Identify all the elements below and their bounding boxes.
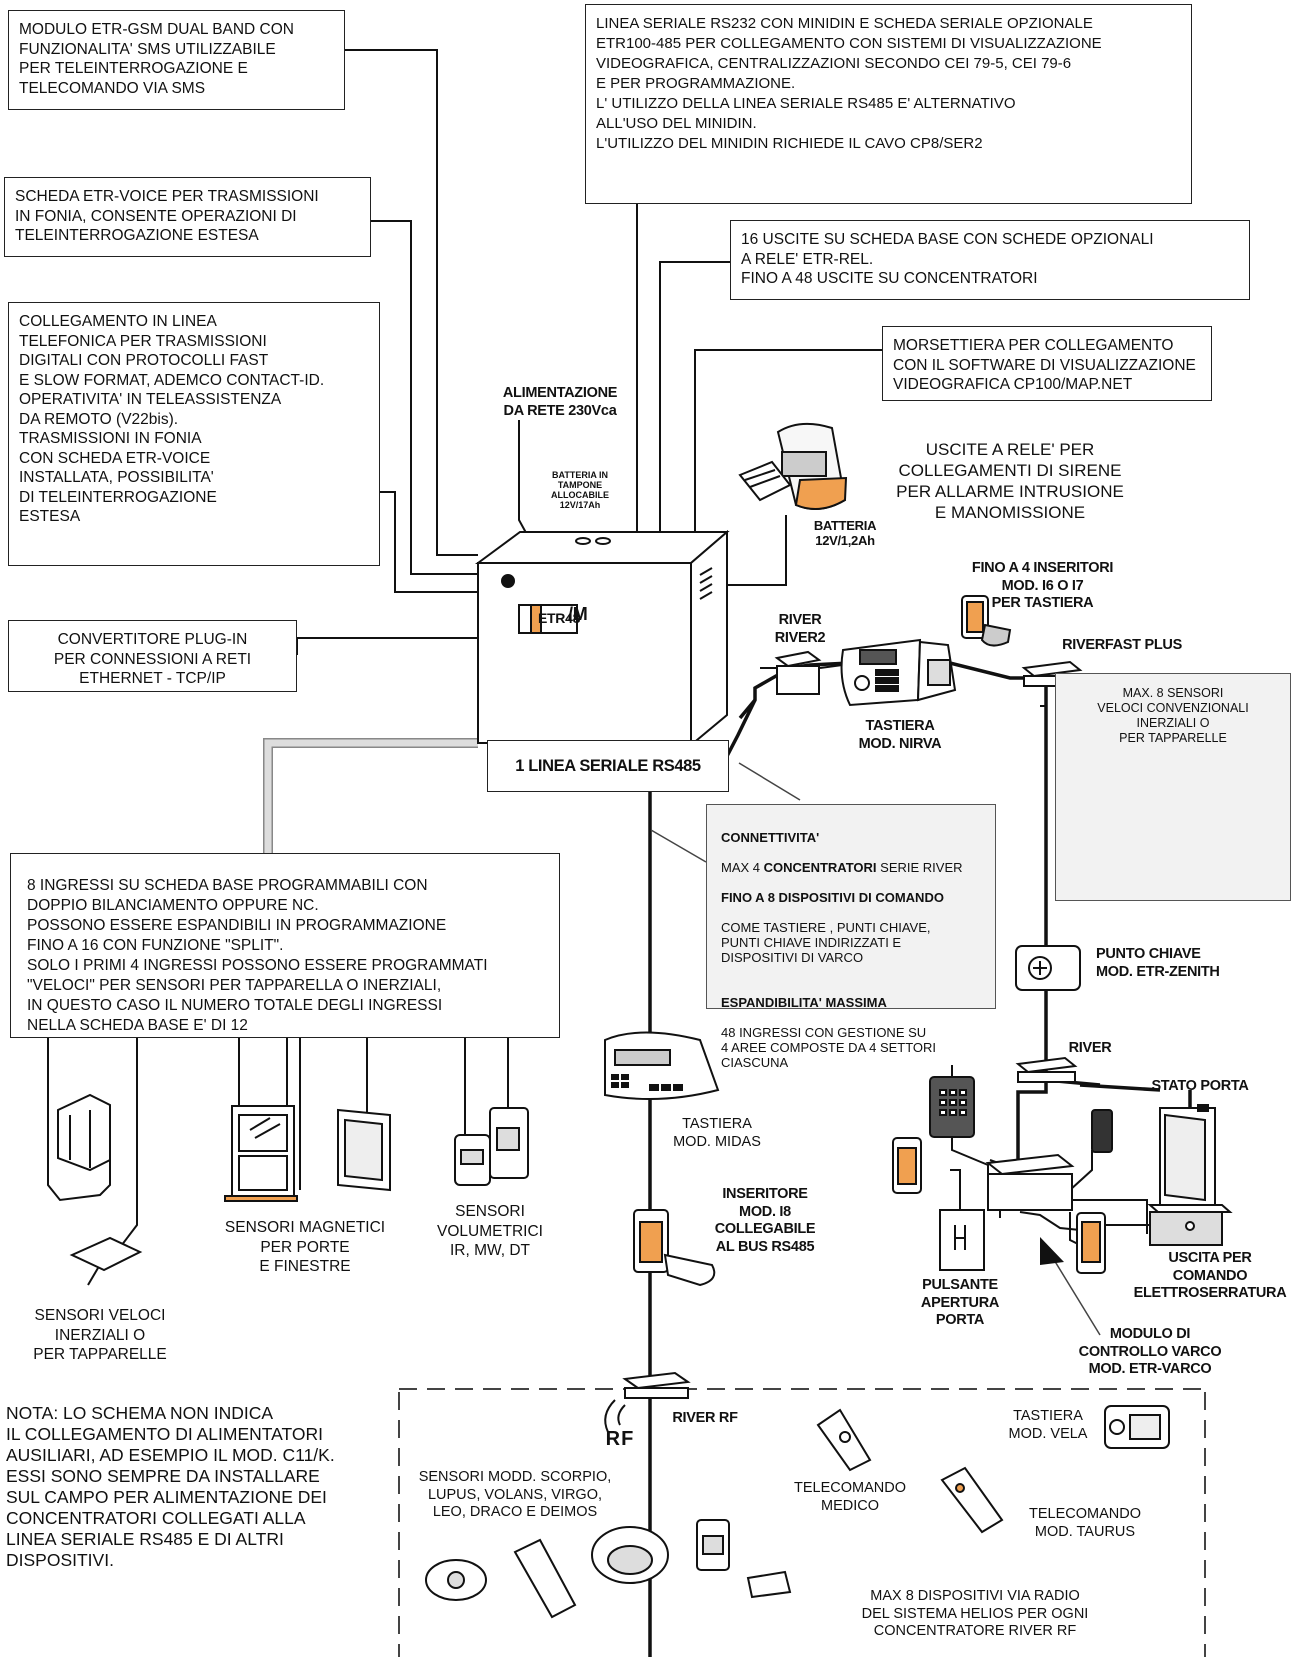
connettivita-box: CONNETTIVITA' MAX 4 CONCENTRATORI SERIE … <box>706 804 996 1070</box>
fino-4-inseritori-label: FINO A 4 INSERITORI MOD. I6 O I7 PER TAS… <box>971 560 1114 611</box>
panel-brand: ETR48 <box>538 610 581 626</box>
batteria-sirena-label: BATTERIA 12V/1,2Ah <box>813 518 877 548</box>
control-panel <box>474 529 730 748</box>
connettivita-line-2: FINO A 8 DISPOSITIVI DI COMANDO <box>721 890 944 905</box>
connettivita-line-1b: CONCENTRATORI <box>763 860 877 875</box>
tastiera-vela-label: TASTIERA MOD. VELA <box>1008 1408 1088 1442</box>
riverfast-plus-label: RIVERFAST PLUS <box>1062 637 1182 653</box>
etr-voice-box: SCHEDA ETR-VOICE PER TRASMISSIONI IN FON… <box>4 177 371 257</box>
rs485-line-box: 1 LINEA SERIALE RS485 <box>487 740 729 792</box>
connettivita-line-1a: MAX 4 <box>721 860 764 875</box>
uscite-16-box: 16 USCITE SU SCHEDA BASE CON SCHEDE OPZI… <box>730 220 1250 300</box>
siren <box>738 422 848 510</box>
rs232-box: LINEA SERIALE RS232 CON MINIDIN E SCHEDA… <box>585 4 1192 204</box>
river-rf-label: RIVER RF <box>672 1410 738 1426</box>
connettivita-title: CONNETTIVITA' <box>721 830 820 845</box>
linea-telefonica-box: COLLEGAMENTO IN LINEA TELEFONICA PER TRA… <box>8 302 380 566</box>
espandibilita-title: ESPANDIBILITA' MASSIMA <box>721 995 887 1010</box>
panel-brand-suffix: /M <box>568 604 588 624</box>
batteria-tampone-label: BATTERIA IN TAMPONE ALLOCABILE 12V/17Ah <box>551 470 609 510</box>
midas-keypad <box>604 1031 720 1100</box>
ingressi-box: 8 INGRESSI SU SCHEDA BASE PROGRAMMABILI … <box>10 853 560 1038</box>
nota-text: NOTA: LO SCHEMA NON INDICA IL COLLEGAMEN… <box>6 1403 335 1570</box>
max-8-sensori-box: MAX. 8 SENSORI VELOCI CONVENZIONALI INER… <box>1055 673 1291 901</box>
gsm-module-box: MODULO ETR-GSM DUAL BAND CON FUNZIONALIT… <box>8 10 345 110</box>
rf-logo: RF <box>605 1428 635 1450</box>
river-river2-label: RIVER RIVER2 <box>774 612 826 646</box>
connettivita-line-3: COME TASTIERE , PUNTI CHIAVE, PUNTI CHIA… <box>721 920 931 965</box>
convertitore-plugin-box: CONVERTITORE PLUG-IN PER CONNESSIONI A R… <box>8 620 297 692</box>
punto-chiave-label: PUNTO CHIAVE MOD. ETR-ZENITH <box>1096 946 1220 980</box>
connettivita-line-1c: SERIE RIVER <box>876 860 963 875</box>
max-8-radio-label: MAX 8 DISPOSITIVI VIA RADIO DEL SISTEMA … <box>861 1588 1089 1639</box>
stato-porta-label: STATO PORTA <box>1151 1078 1249 1094</box>
alimentazione-label: ALIMENTAZIONE DA RETE 230Vca <box>502 385 618 419</box>
tastiera-midas-label: TASTIERA MOD. MIDAS <box>673 1116 761 1150</box>
pulsante-apertura-label: PULSANTE APERTURA PORTA <box>920 1277 1000 1328</box>
sensori-volumetrici-label: SENSORI VOLUMETRICI IR, MW, DT <box>437 1203 543 1259</box>
telecomando-medico-label: TELECOMANDO MEDICO <box>794 1480 906 1514</box>
morsettiera-box: MORSETTIERA PER COLLEGAMENTO CON IL SOFT… <box>882 326 1212 401</box>
inseritore-i8-label: INSERITORE MOD. I8 COLLEGABILE AL BUS RS… <box>714 1186 816 1255</box>
nirva-keypad <box>840 638 957 707</box>
espandibilita-text: 48 INGRESSI CON GESTIONE SU 4 AREE COMPO… <box>721 1025 937 1070</box>
modulo-varco-label: MODULO DI CONTROLLO VARCO MOD. ETR-VARCO <box>1078 1326 1222 1377</box>
telecomando-taurus-label: TELECOMANDO MOD. TAURUS <box>1029 1506 1141 1540</box>
sensori-modd-label: SENSORI MODD. SCORPIO, LUPUS, VOLANS, VI… <box>418 1469 612 1520</box>
uscita-serratura-label: USCITA PER COMANDO ELETTROSERRATURA <box>1133 1250 1287 1301</box>
river-label: RIVER <box>1068 1040 1112 1056</box>
tastiera-nirva-label: TASTIERA MOD. NIRVA <box>858 718 942 752</box>
sensori-magnetici-label: SENSORI MAGNETICI PER PORTE E FINESTRE <box>224 1219 386 1275</box>
sensori-veloci-label: SENSORI VELOCI INERZIALI O PER TAPPARELL… <box>33 1307 167 1363</box>
uscite-rele-label: USCITE A RELE' PER COLLEGAMENTI DI SIREN… <box>896 440 1124 522</box>
